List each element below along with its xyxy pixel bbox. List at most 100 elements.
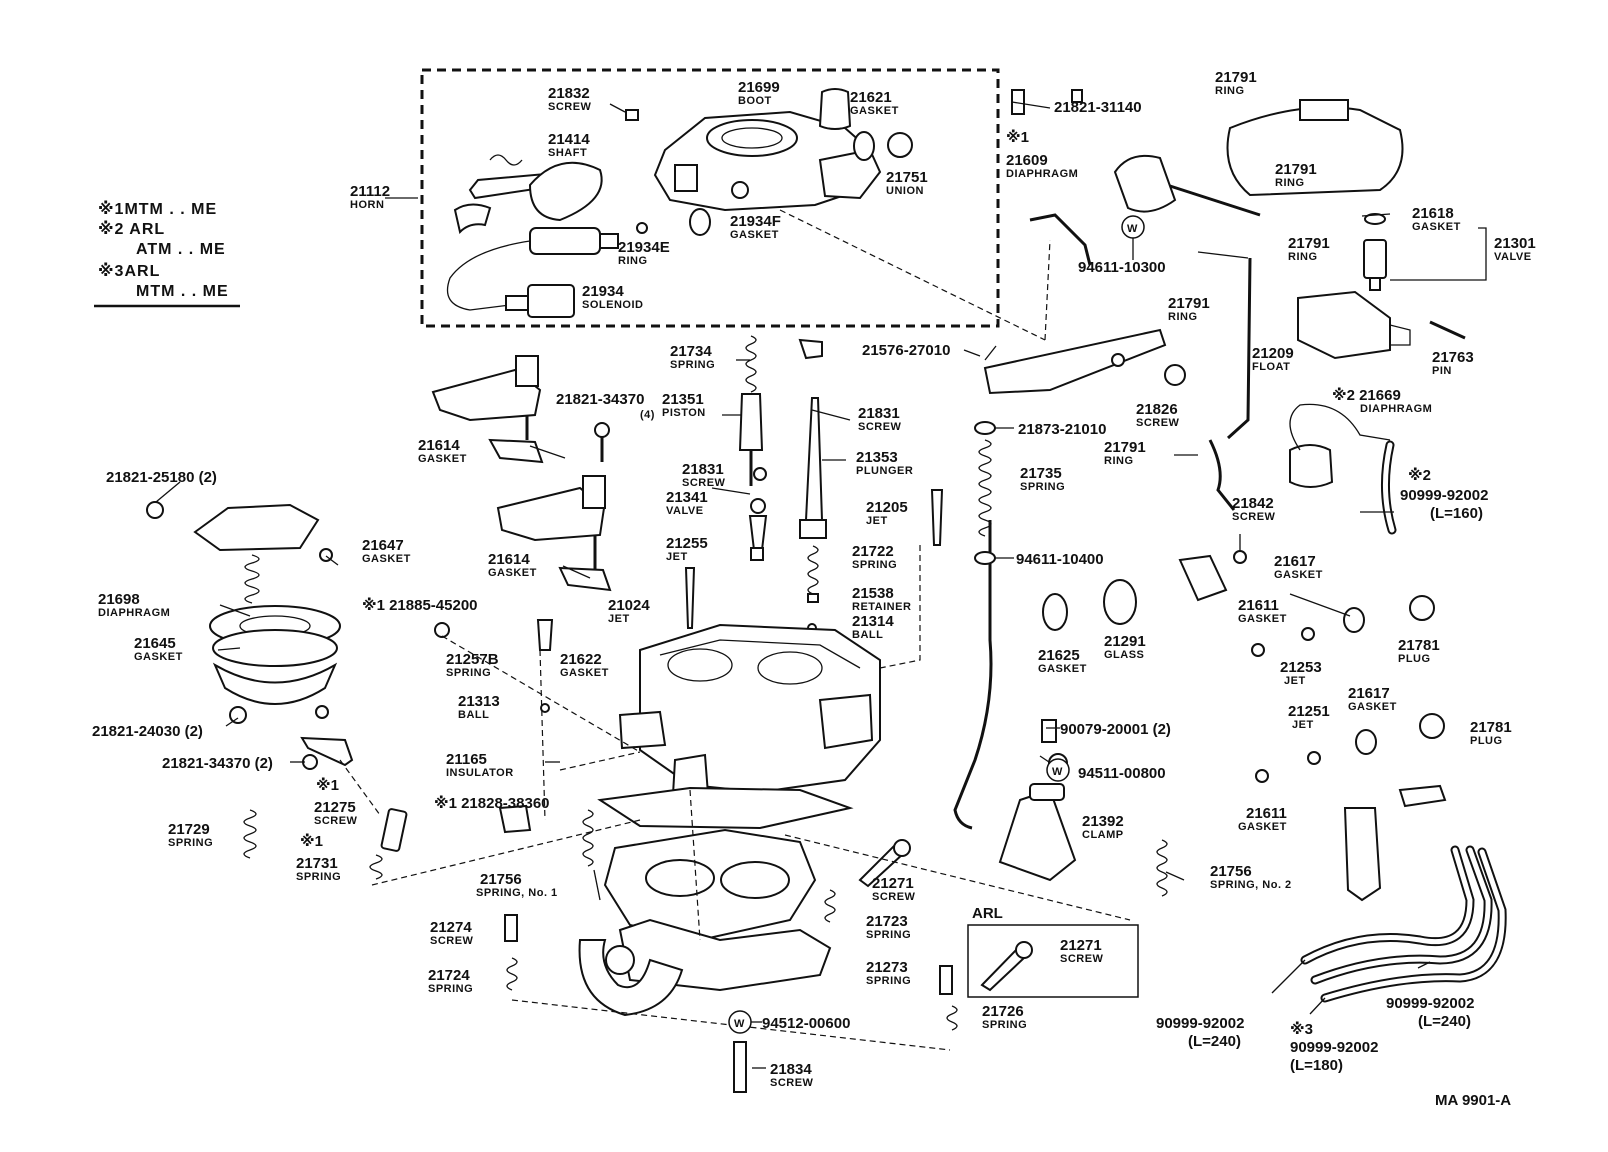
linkage-bracket-drawing <box>798 328 1167 395</box>
part-label-21353-number: 21353 <box>856 449 898 466</box>
part-label-21763-name: PIN <box>1432 365 1452 377</box>
part-label-21885-45200-number: ※1 21885-45200 <box>362 596 478 614</box>
ring-21934e-drawing <box>636 222 648 234</box>
part-label-variant-1-c-number: ※1 <box>300 832 323 850</box>
part-label-21731-name: SPRING <box>296 871 341 883</box>
choke-shaft-drawing <box>453 154 603 234</box>
part-label-21611-a-name: GASKET <box>1238 613 1287 625</box>
pump-housing-upper-drawing <box>431 355 544 464</box>
washer-symbol-94611-10300-letter: W <box>1127 223 1138 235</box>
part-label-90999-92002-d-length: (L=240) <box>1418 1013 1471 1030</box>
carburetor-body-drawing <box>618 623 881 828</box>
part-label-21274-number: 21274 <box>430 919 472 936</box>
part-label-21791-e-number: 21791 <box>1104 439 1146 456</box>
washer-21885-drawing <box>434 622 450 638</box>
part-label-21828-38360-number: ※1 21828-38360 <box>434 794 550 812</box>
part-label-21273-name: SPRING <box>866 975 911 987</box>
part-label-21731-number: 21731 <box>296 855 338 872</box>
part-label-21726-name: SPRING <box>982 1019 1027 1031</box>
part-label-21821-31140-number: 21821-31140 <box>1054 99 1142 116</box>
part-label-21791-d-name: RING <box>1168 311 1198 323</box>
washer-94611-10400-drawing <box>974 551 996 565</box>
legend-line-5: MTM . . ME <box>136 283 229 300</box>
part-label-21791-b-name: RING <box>1275 177 1305 189</box>
retainer-21538-drawing <box>807 593 819 603</box>
part-label-21834-number: 21834 <box>770 1061 812 1078</box>
part-label-21392-name: CLAMP <box>1082 829 1124 841</box>
part-label-21611-b-number: 21611 <box>1246 805 1287 822</box>
part-drawings <box>146 88 1507 1093</box>
part-label-21253-name: JET <box>1284 675 1306 687</box>
variant-legend: ※1MTM . . ME ※2 ARL ATM . . ME ※3ARL MTM… <box>94 200 240 308</box>
float-drawing <box>1297 290 1466 360</box>
part-label-21255-name: JET <box>666 551 688 563</box>
part-label-21617-a-number: 21617 <box>1274 553 1316 570</box>
part-label-21625-number: 21625 <box>1038 647 1080 664</box>
part-label-94512-00600-number: 94512-00600 <box>762 1015 850 1032</box>
spring-21257b-drawing <box>536 619 554 651</box>
part-label-21414-name: SHAFT <box>548 147 587 159</box>
part-label-21934-name: SOLENOID <box>582 299 643 311</box>
jet-21255-drawing <box>750 547 764 561</box>
part-label-21821-24030-number: 21821-24030 (2) <box>92 723 203 740</box>
part-label-94511-00800-number: 94511-00800 <box>1078 765 1166 782</box>
part-label-21934-number: 21934 <box>582 283 624 300</box>
part-label-21791-a-number: 21791 <box>1215 69 1257 86</box>
part-label-21735-number: 21735 <box>1020 465 1062 482</box>
part-label-21351-name: PISTON <box>662 407 706 419</box>
part-label-21614-b-number: 21614 <box>488 551 530 568</box>
spring-21723-drawing <box>824 889 836 923</box>
gasket-21621-drawing <box>853 131 875 161</box>
part-label-21611-b-name: GASKET <box>1238 821 1287 833</box>
part-label-21538-number: 21538 <box>852 585 894 602</box>
part-label-21271-a-name: SCREW <box>872 891 916 903</box>
part-label-21618-name: GASKET <box>1412 221 1461 233</box>
part-label-90999-92002-d-number: 90999-92002 <box>1386 995 1474 1012</box>
gasket-21611-b-drawing <box>1255 769 1269 783</box>
boot-drawing <box>818 88 852 130</box>
gasket-21934f-drawing <box>689 208 711 236</box>
part-label-21617-a-name: GASKET <box>1274 569 1323 581</box>
part-label-21821-34370-a-qty: (4) <box>640 409 655 421</box>
part-label-21255-number: 21255 <box>666 535 708 552</box>
part-label-21301-name: VALVE <box>1494 251 1532 263</box>
glass-21291-drawing <box>1103 579 1137 625</box>
choke-diaphragm-drawing <box>1029 99 1404 266</box>
part-label-94611-10300-number: 94611-10300 <box>1078 259 1166 276</box>
washer-21873-drawing <box>974 421 996 435</box>
part-label-21353-name: PLUNGER <box>856 465 913 477</box>
part-label-21291-number: 21291 <box>1104 633 1146 650</box>
part-label-21831-b-number: 21831 <box>682 461 724 478</box>
part-label-21934e-name: RING <box>618 255 648 267</box>
part-label-21821-34370-b-number: 21821-34370 (2) <box>162 755 273 772</box>
part-label-21756-b-name: SPRING, No. 2 <box>1210 879 1292 891</box>
part-label-21734-number: 21734 <box>670 343 712 360</box>
spring-21756-no2-drawing <box>1156 839 1168 897</box>
part-label-21614-b-name: GASKET <box>488 567 537 579</box>
part-label-21314-number: 21314 <box>852 613 894 630</box>
part-label-21698-name: DIAPHRAGM <box>98 607 170 619</box>
arl-variant-box: ARL <box>967 905 1139 998</box>
piston-21351-drawing <box>738 393 764 451</box>
spring-21756-no1-drawing <box>582 809 594 867</box>
part-label-21614-a-name: GASKET <box>418 453 467 465</box>
valve-21341-drawing <box>750 498 766 514</box>
legend-line-4: ※3ARL <box>98 262 160 280</box>
part-label-21734-name: SPRING <box>670 359 715 371</box>
part-label-21024-number: 21024 <box>608 597 650 614</box>
screw-21832-drawing <box>625 109 639 121</box>
spring-21724-drawing <box>506 957 518 991</box>
spring-21726-drawing <box>946 1005 958 1031</box>
part-label-21791-a-name: RING <box>1215 85 1245 97</box>
part-label-21781-b-name: PLUG <box>1470 735 1503 747</box>
part-label-21271-b-number: 21271 <box>1060 937 1102 954</box>
spring-21729-drawing <box>243 809 257 859</box>
part-label-94611-10400-number: 94611-10400 <box>1016 551 1104 568</box>
part-label-90079-20001-number: 90079-20001 (2) <box>1060 721 1171 738</box>
valve-21301-drawing <box>1363 213 1387 291</box>
part-label-21722-number: 21722 <box>852 543 894 560</box>
legend-line-2: ※2 ARL <box>98 220 165 238</box>
part-label-21934f-name: GASKET <box>730 229 779 241</box>
ball-21313-drawing <box>540 703 550 713</box>
part-label-21257b-name: SPRING <box>446 667 491 679</box>
